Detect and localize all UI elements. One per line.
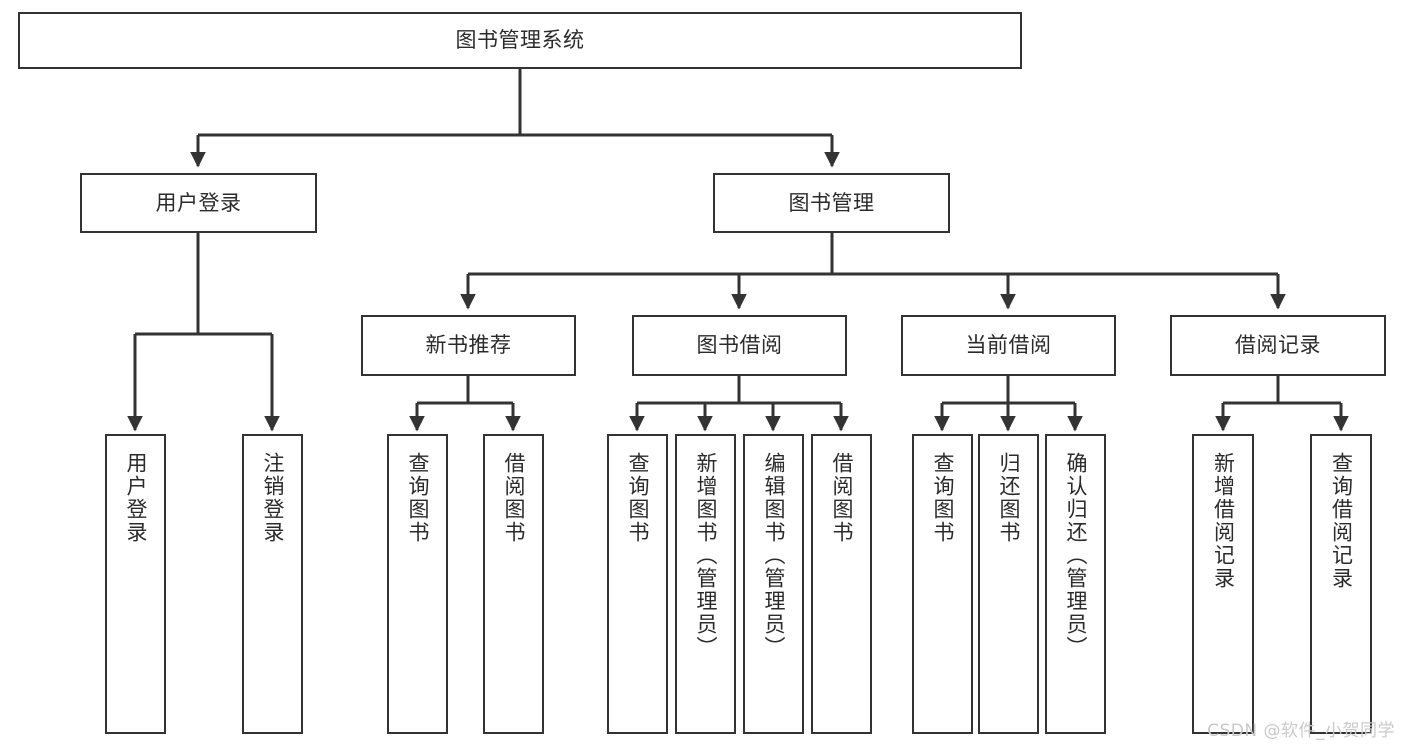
node-book-borrow-label: 图书借阅 xyxy=(696,333,783,358)
node-leaf-logout-login-label: 注销登录 xyxy=(261,452,285,544)
node-new-book-recommend-label: 新书推荐 xyxy=(425,333,512,358)
node-leaf-query-book-2[interactable]: 查询图书 xyxy=(607,434,668,734)
node-current-borrow[interactable]: 当前借阅 xyxy=(901,315,1116,376)
node-new-book-recommend[interactable]: 新书推荐 xyxy=(361,315,576,376)
node-leaf-return-book-label: 归还图书 xyxy=(997,452,1021,544)
node-leaf-query-record[interactable]: 查询借阅记录 xyxy=(1310,434,1372,734)
node-borrow-record-label: 借阅记录 xyxy=(1235,333,1321,358)
node-leaf-query-book-1-label: 查询图书 xyxy=(406,452,430,544)
node-leaf-query-record-label: 查询借阅记录 xyxy=(1329,452,1354,590)
watermark: CSDN @软件_小贺同学 xyxy=(1207,721,1395,741)
node-leaf-edit-book-label: 编辑图书（管理员） xyxy=(762,452,786,659)
node-leaf-borrow-book-1-label: 借阅图书 xyxy=(502,452,526,544)
node-book-manage[interactable]: 图书管理 xyxy=(713,173,950,233)
node-leaf-borrow-book-2-label: 借阅图书 xyxy=(830,452,854,544)
node-leaf-add-book[interactable]: 新增图书（管理员） xyxy=(675,434,736,734)
node-leaf-query-book-3-label: 查询图书 xyxy=(931,452,955,544)
node-leaf-borrow-book-2[interactable]: 借阅图书 xyxy=(811,434,872,734)
node-root[interactable]: 图书管理系统 xyxy=(18,12,1022,69)
node-leaf-return-book[interactable]: 归还图书 xyxy=(978,434,1039,734)
node-leaf-query-book-3[interactable]: 查询图书 xyxy=(912,434,973,734)
node-leaf-borrow-book-1[interactable]: 借阅图书 xyxy=(483,434,544,734)
node-leaf-add-record[interactable]: 新增借阅记录 xyxy=(1192,434,1254,734)
node-leaf-add-book-label: 新增图书（管理员） xyxy=(694,452,718,659)
node-leaf-user-login[interactable]: 用户登录 xyxy=(105,434,166,734)
node-user-login[interactable]: 用户登录 xyxy=(80,173,317,233)
node-leaf-edit-book[interactable]: 编辑图书（管理员） xyxy=(743,434,804,734)
node-leaf-query-book-1[interactable]: 查询图书 xyxy=(387,434,448,734)
node-current-borrow-label: 当前借阅 xyxy=(965,333,1052,358)
node-book-manage-label: 图书管理 xyxy=(788,190,875,215)
node-root-label: 图书管理系统 xyxy=(455,28,585,53)
node-leaf-user-login-label: 用户登录 xyxy=(124,452,148,544)
node-book-borrow[interactable]: 图书借阅 xyxy=(632,315,847,376)
node-leaf-confirm-return-label: 确认归还（管理员） xyxy=(1064,452,1088,659)
node-leaf-add-record-label: 新增借阅记录 xyxy=(1211,452,1236,590)
node-leaf-query-book-2-label: 查询图书 xyxy=(626,452,650,544)
node-leaf-confirm-return[interactable]: 确认归还（管理员） xyxy=(1045,434,1106,734)
node-leaf-logout-login[interactable]: 注销登录 xyxy=(242,434,303,734)
node-borrow-record[interactable]: 借阅记录 xyxy=(1170,315,1386,376)
node-user-login-label: 用户登录 xyxy=(155,190,242,215)
